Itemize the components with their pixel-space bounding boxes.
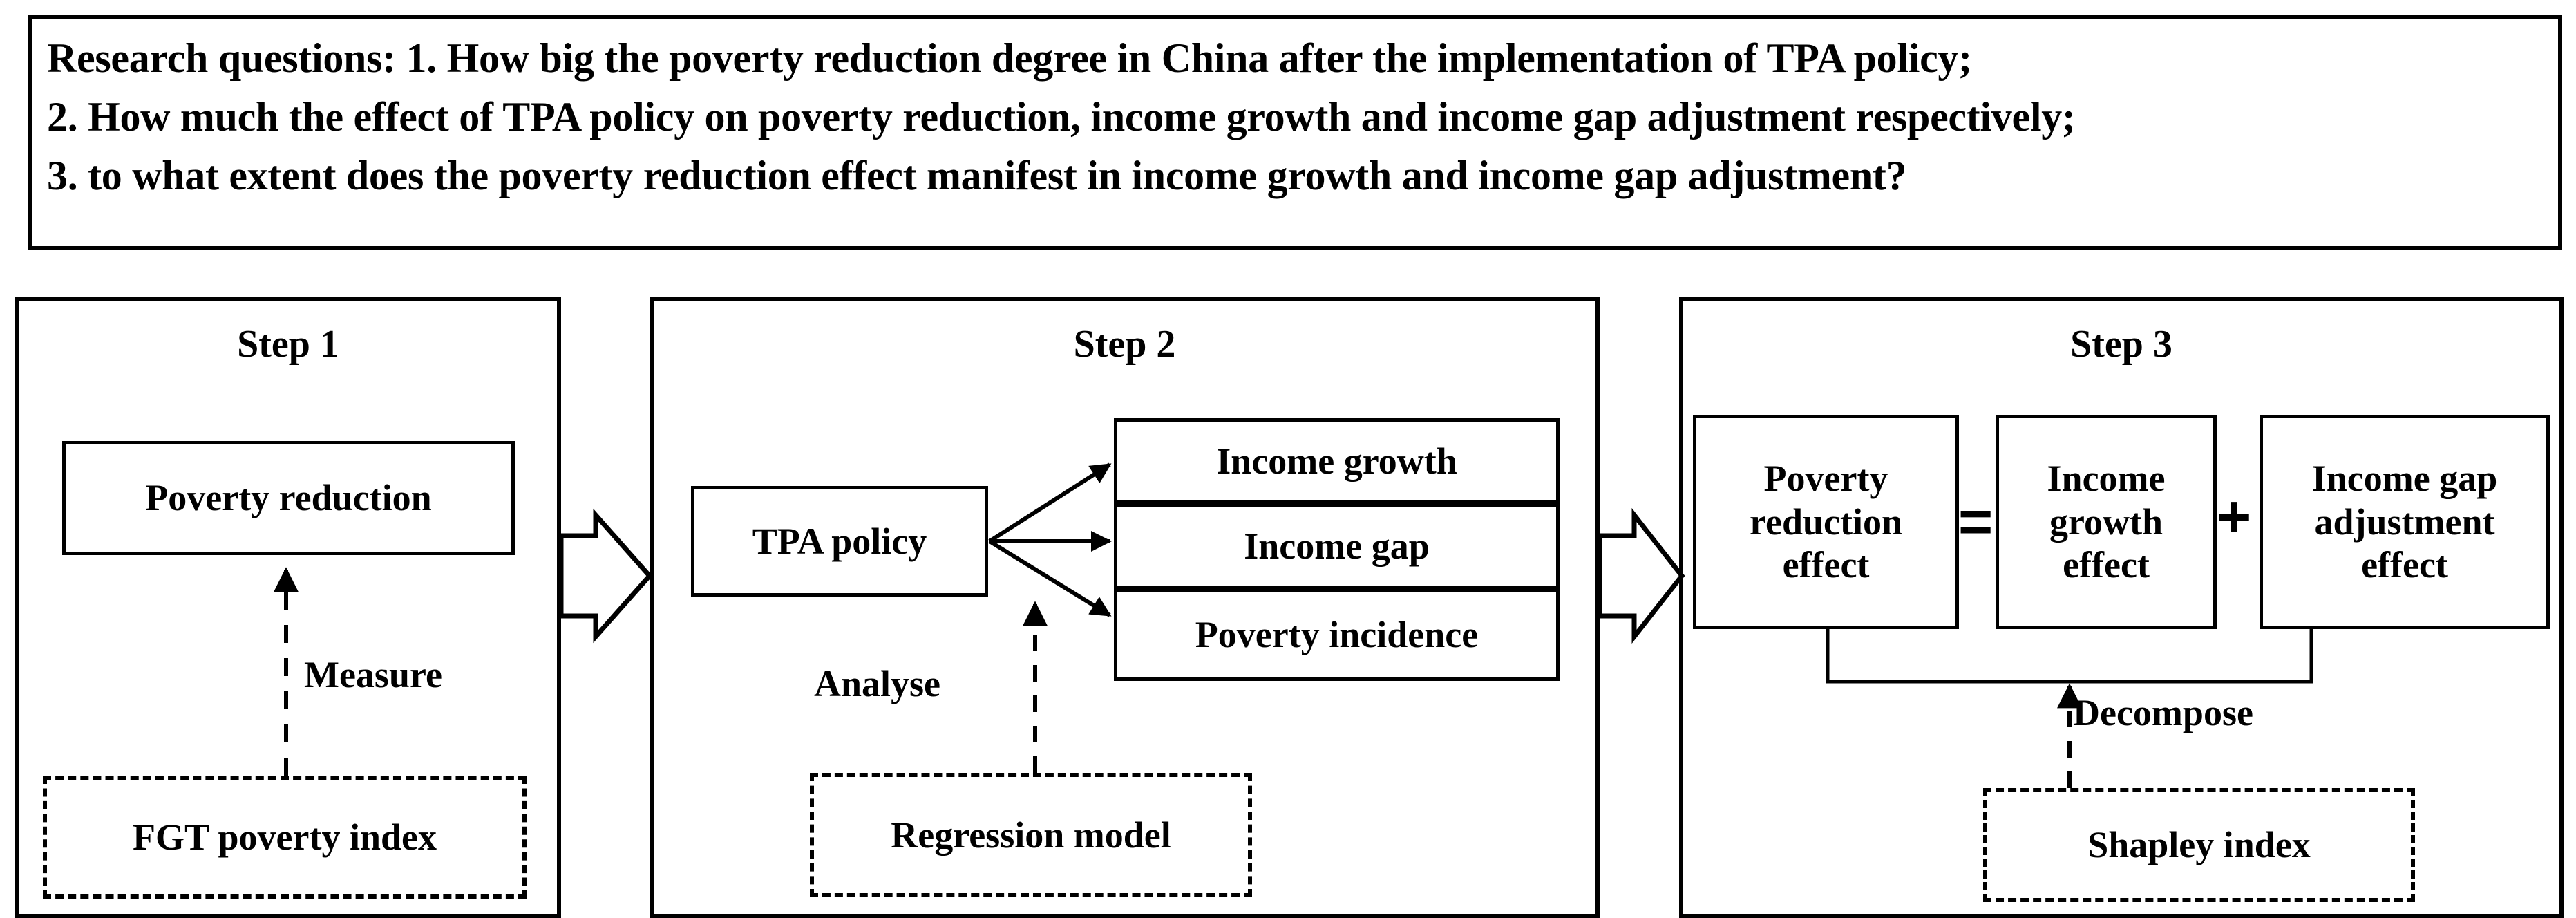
research-question-line-3: 3. to what extent does the poverty reduc… xyxy=(47,153,1907,199)
fgt-poverty-index-node[interactable]: FGT poverty index xyxy=(43,776,527,899)
outcome-row-income-gap[interactable]: Income gap xyxy=(1114,503,1560,589)
poverty-reduction-label: Poverty reduction xyxy=(145,477,432,519)
shapley-index-label: Shapley index xyxy=(2087,824,2311,866)
regression-model-label: Regression model xyxy=(891,814,1171,856)
equals-sign: = xyxy=(1958,489,1993,555)
plus-sign: + xyxy=(2217,484,2252,550)
research-questions-box: Research questions: 1. How big the pover… xyxy=(28,15,2562,250)
income-gap-adjustment-effect-node[interactable]: Income gap adjustment effect xyxy=(2260,415,2550,629)
tpa-policy-label: TPA policy xyxy=(752,520,927,562)
poverty-reduction-effect-node[interactable]: Poverty reduction effect xyxy=(1693,415,1959,629)
poverty-reduction-node[interactable]: Poverty reduction xyxy=(62,441,515,555)
outcomes-stack: Income growth Income gap Poverty inciden… xyxy=(1114,418,1560,681)
step-3-title: Step 3 xyxy=(2070,323,2172,366)
outcome-label-income-growth: Income growth xyxy=(1216,440,1457,482)
outcome-label-poverty-incidence: Poverty incidence xyxy=(1195,613,1479,655)
regression-model-node[interactable]: Regression model xyxy=(810,773,1252,897)
flow-arrow-step1-step2 xyxy=(558,508,653,644)
tpa-policy-node[interactable]: TPA policy xyxy=(691,486,988,597)
step-2-title: Step 2 xyxy=(1073,323,1176,366)
outcome-row-income-growth[interactable]: Income growth xyxy=(1114,418,1560,504)
flow-arrow-step2-step3 xyxy=(1597,507,1685,644)
income-growth-effect-node[interactable]: Income growth effect xyxy=(1996,415,2217,629)
outcome-row-poverty-incidence[interactable]: Poverty incidence xyxy=(1114,588,1560,681)
outcome-label-income-gap: Income gap xyxy=(1244,525,1430,567)
research-question-line-2: 2. How much the effect of TPA policy on … xyxy=(47,94,2076,140)
fgt-poverty-index-label: FGT poverty index xyxy=(132,816,437,858)
decompose-edge-label: Decompose xyxy=(2073,692,2253,733)
income-growth-effect-label: Income growth effect xyxy=(2047,458,2166,586)
poverty-reduction-effect-label: Poverty reduction effect xyxy=(1749,458,1902,586)
shapley-index-node[interactable]: Shapley index xyxy=(1983,788,2415,902)
research-question-line-1: Research questions: 1. How big the pover… xyxy=(47,35,1972,81)
measure-edge-label: Measure xyxy=(304,654,442,695)
income-gap-adjustment-effect-label: Income gap adjustment effect xyxy=(2311,458,2498,586)
step-1-title: Step 1 xyxy=(237,323,339,366)
analyse-edge-label: Analyse xyxy=(814,663,941,704)
